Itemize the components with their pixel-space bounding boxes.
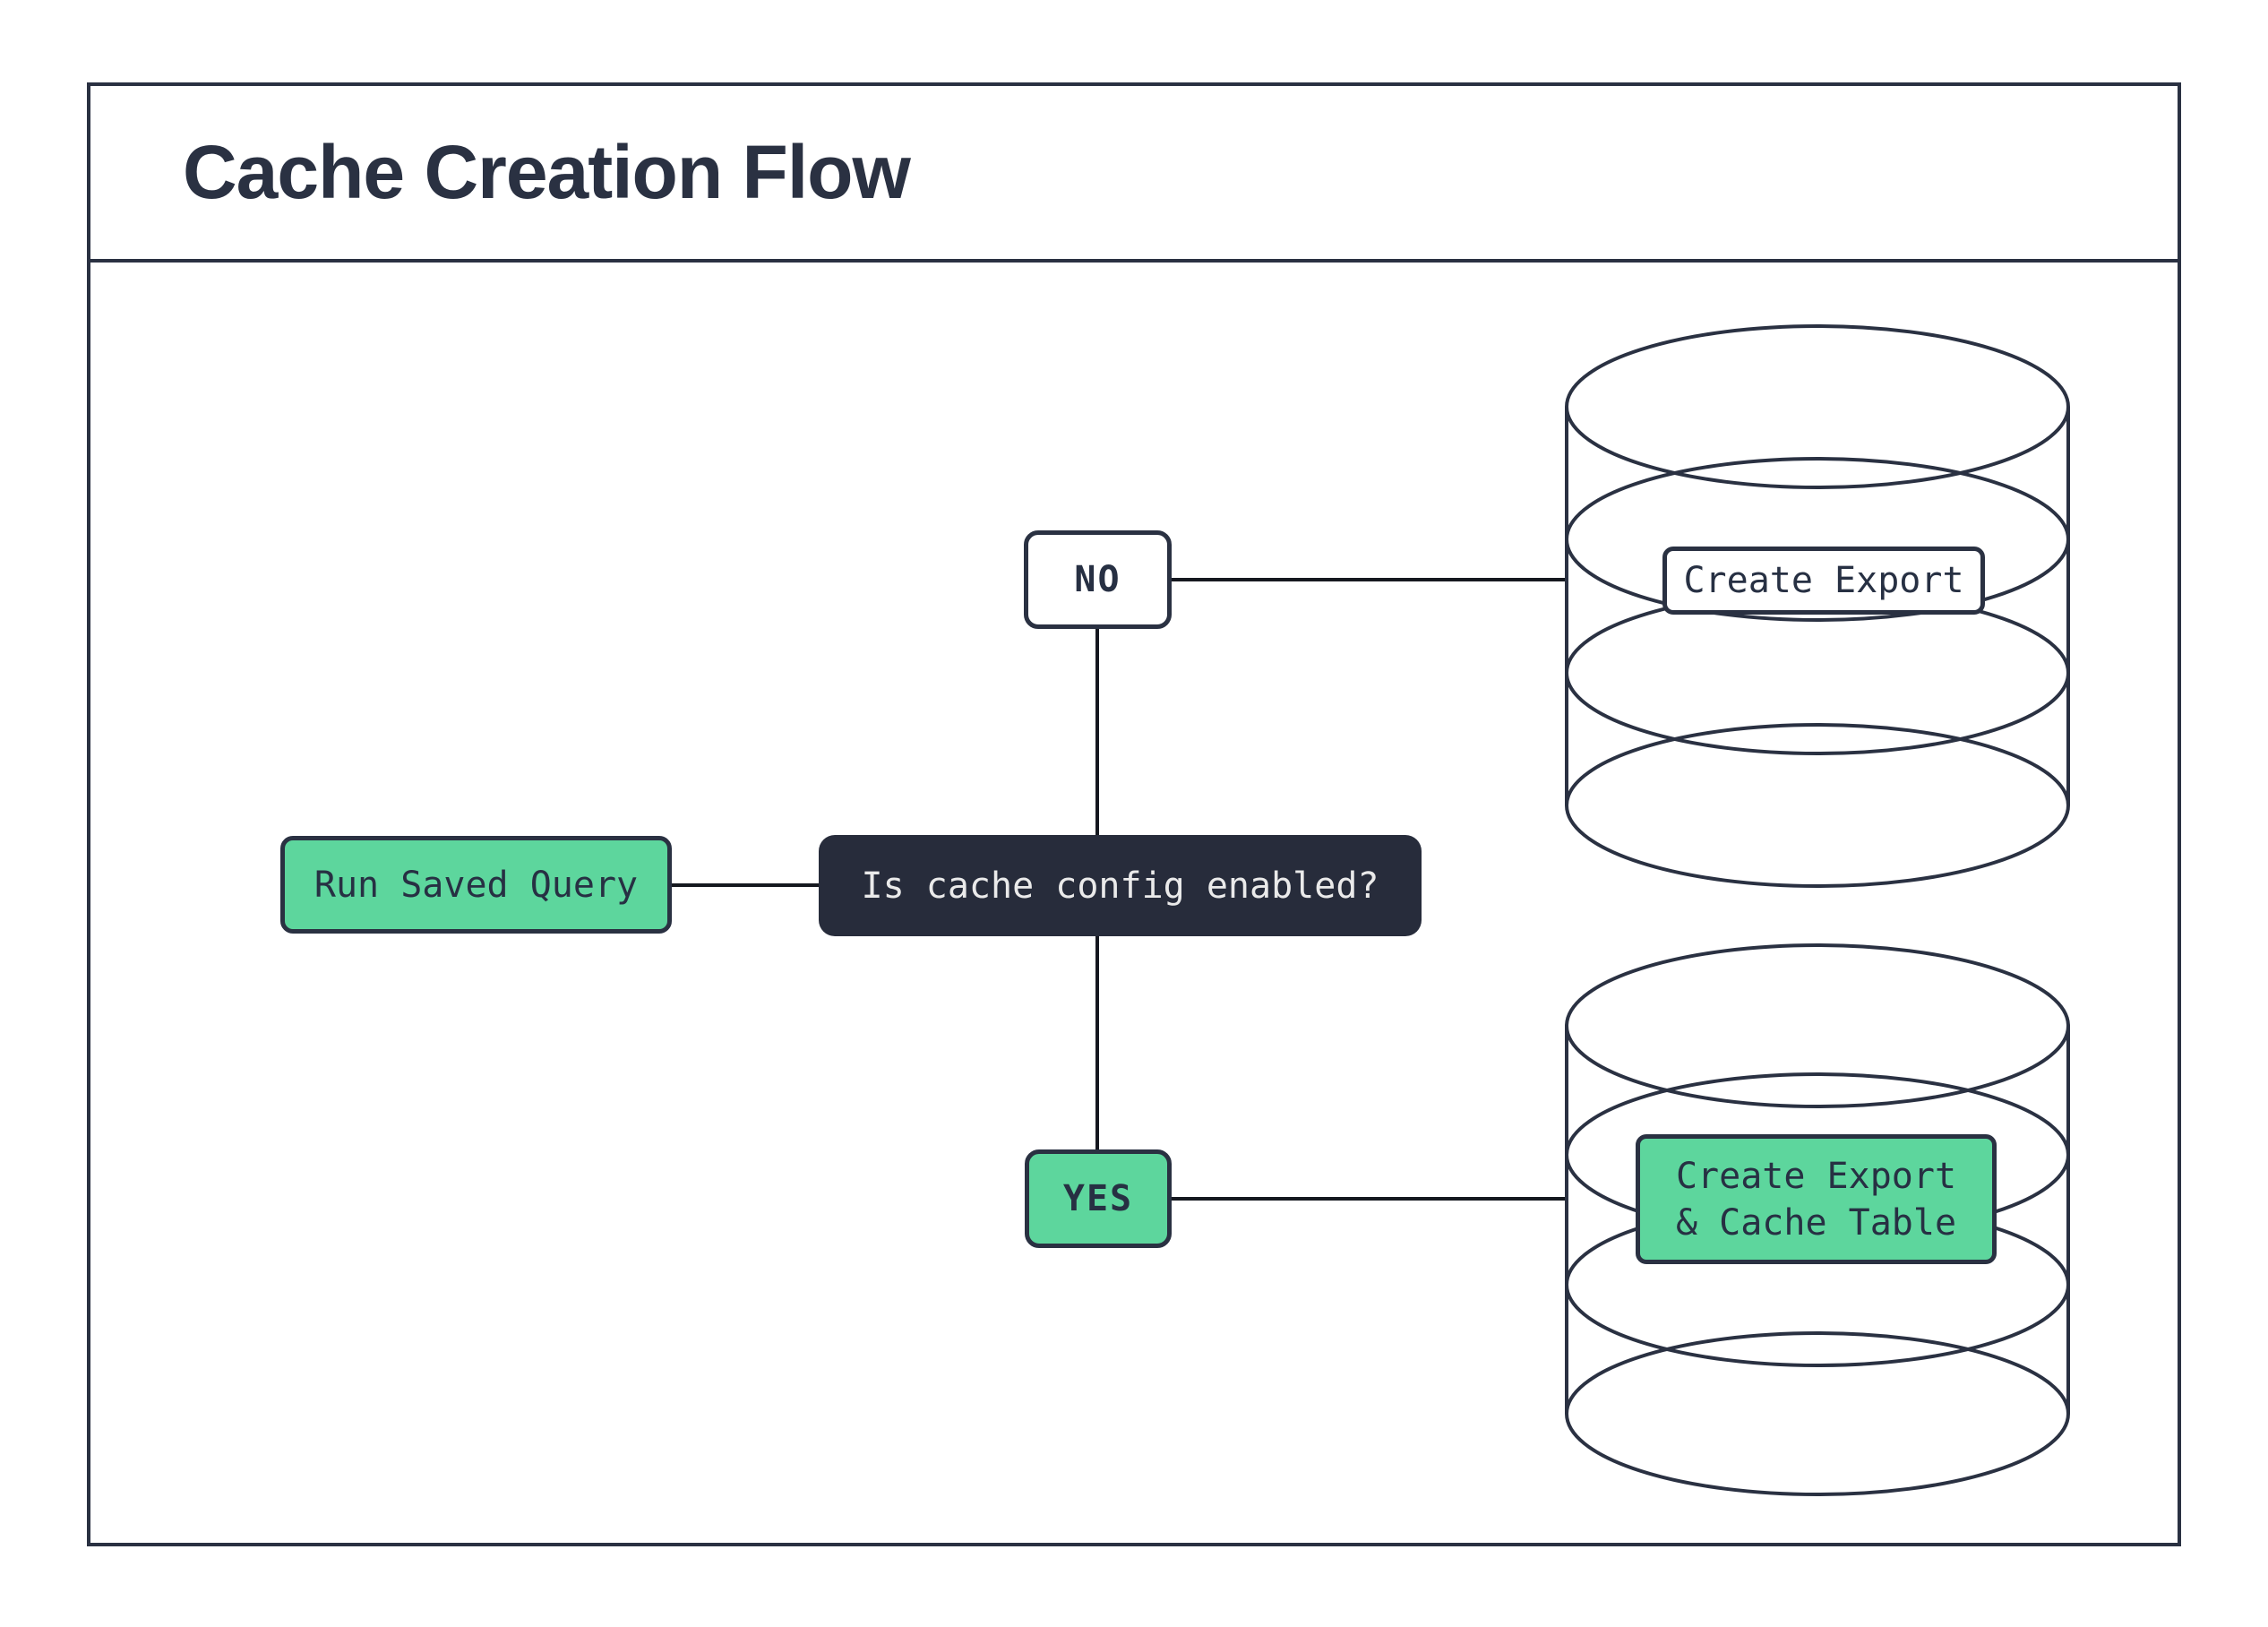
node-create-export-cache-table: Create Export & Cache Table xyxy=(1636,1134,1997,1264)
node-label-line1: Create Export xyxy=(1675,1155,1957,1197)
branch-label: NO xyxy=(1074,559,1121,600)
node-run-saved-query: Run Saved Query xyxy=(280,836,672,934)
node-label: Create Export xyxy=(1683,560,1964,601)
database-disk xyxy=(1565,457,2070,622)
branch-no-box: NO xyxy=(1024,530,1172,629)
diagram-header: Cache Creation Flow xyxy=(90,86,2178,263)
branch-label: YES xyxy=(1062,1178,1134,1219)
page-title: Cache Creation Flow xyxy=(183,130,911,214)
branch-yes-box: YES xyxy=(1025,1149,1172,1248)
node-create-export: Create Export xyxy=(1662,547,1985,615)
database-disk xyxy=(1565,590,2070,755)
node-label: Run Saved Query xyxy=(314,864,639,906)
node-label: Is cache config enabled? xyxy=(861,865,1379,907)
diagram-frame: Cache Creation Flow xyxy=(87,82,2181,1546)
node-label-line2: & Cache Table xyxy=(1675,1201,1957,1244)
database-disk xyxy=(1565,1331,2070,1496)
database-disk xyxy=(1565,324,2070,489)
database-disk xyxy=(1565,723,2070,888)
database-disk xyxy=(1565,943,2070,1108)
node-decision-cache-config: Is cache config enabled? xyxy=(819,835,1422,936)
